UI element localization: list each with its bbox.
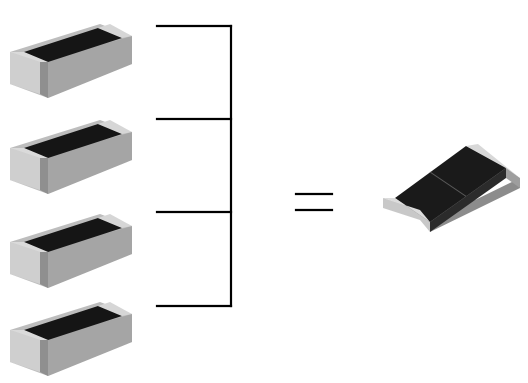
chip-resistor-1	[10, 24, 132, 98]
equals-sign	[294, 192, 334, 212]
connector-bracket	[155, 24, 233, 308]
chip-resistor-3	[10, 214, 132, 288]
chip-resistor-2	[10, 120, 132, 194]
chip-resistor-4	[10, 302, 132, 376]
chip-array	[383, 144, 520, 232]
